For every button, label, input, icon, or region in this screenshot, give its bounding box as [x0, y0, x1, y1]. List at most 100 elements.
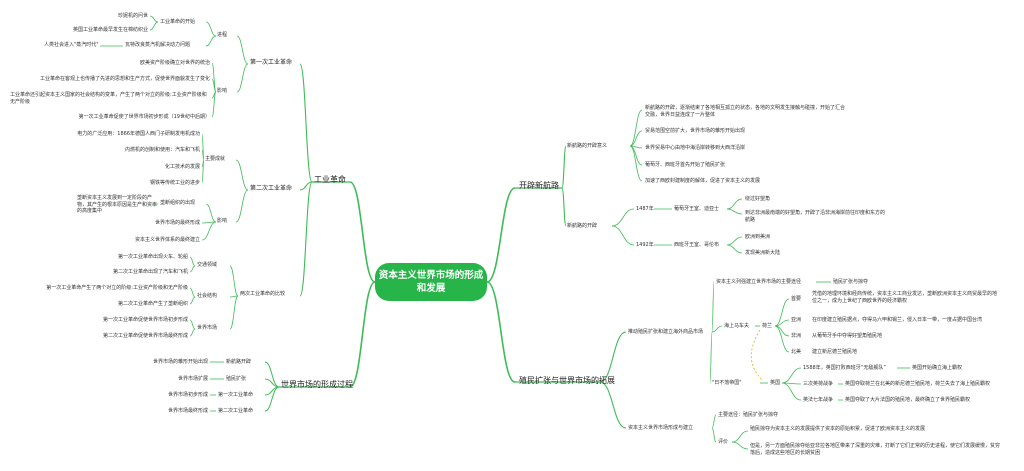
britain-node[interactable]: 英国: [770, 380, 781, 386]
connector: [229, 295, 239, 298]
uk-anglo-dutch[interactable]: 三次英荷战争: [803, 381, 834, 387]
connector: [236, 35, 249, 65]
formation-right-2[interactable]: 殖民扩张: [226, 376, 247, 382]
connector: [299, 181, 313, 191]
connector: [629, 109, 643, 147]
connector: [189, 287, 196, 298]
system-node[interactable]: 资本主义世界市场形成与建立: [628, 425, 694, 431]
nl-asia[interactable]: 亚洲: [791, 317, 802, 323]
uk-seven-years-desc: 英国夺取了大片法国的殖民地，最终确立了世界殖民霸权: [845, 397, 971, 403]
connector: [229, 265, 239, 297]
social-item-1: 第一次工业革命产生了两个对立的阶级:工业资产阶级和无产阶级: [46, 285, 188, 291]
market-item-1: 第一次工业革命促使世界市场初步形成: [102, 317, 188, 323]
europe-america-item: 欧洲到美洲: [745, 234, 771, 240]
branch-colonial-expansion[interactable]: 殖民扩张与世界市场的拓展: [519, 376, 615, 385]
branch-new-routes[interactable]: 开辟新航路: [519, 181, 559, 190]
significance-node[interactable]: 新航路的开辟意义: [567, 143, 608, 149]
nl-primary[interactable]: 首要: [791, 296, 802, 302]
connector: [711, 427, 717, 443]
formation-right-1[interactable]: 新航路开辟: [226, 359, 252, 365]
uk-anglo-dutch-desc: 英国夺取荷兰在北美的新尼德兰殖民地，荷兰失去了海上殖民霸权: [845, 381, 991, 387]
formation-left-3: 世界市场初步形成: [167, 392, 208, 398]
transport-item-2: 第二次工业革命出现了汽车和飞机: [112, 269, 188, 275]
root-topic[interactable]: 资本主义世界市场的形成和发展: [375, 263, 487, 301]
connector: [561, 145, 567, 189]
cotton-industry-item: 英国工业革命最早发生在棉纺织业: [72, 27, 148, 33]
year-1487[interactable]: 1487年: [636, 206, 654, 212]
year-1492[interactable]: 1492年: [636, 242, 654, 248]
dias-node[interactable]: 葡萄牙王室、迪亚士: [674, 206, 720, 212]
colonial-plunder-node[interactable]: 殖民扩张与掠夺: [833, 279, 869, 285]
branch-formation-process[interactable]: 世界市场的形成过程: [281, 380, 353, 389]
formation-right-4[interactable]: 第二次工业革命: [218, 408, 254, 414]
social-item-2: 第二次工业革命产生了垄断组织: [117, 301, 188, 307]
connector: [711, 325, 723, 333]
connector: [726, 236, 743, 246]
overseas-market-node[interactable]: 推动殖民扩张和建立海外商品市场: [628, 329, 704, 335]
impact-node-second[interactable]: 影响: [217, 218, 228, 224]
world-market-node[interactable]: 世界市场: [197, 325, 218, 331]
achievement-steel: 钢铁等传统工业的进步: [149, 180, 200, 186]
connector: [189, 328, 196, 337]
connector: [189, 265, 196, 273]
compare-node[interactable]: 两次工业革命的比较: [240, 291, 286, 297]
significance-item-2: 贸易范围空前扩大，世界市场的雏形开始出现: [645, 128, 746, 134]
uk-1588[interactable]: 1588年，英国打败西班牙“无敌舰队”: [803, 365, 886, 371]
impact-node-first[interactable]: 影响: [217, 88, 228, 94]
connector: [599, 331, 627, 383]
nl-africa[interactable]: 非洲: [791, 333, 802, 339]
connector: [299, 181, 313, 297]
branch-industrial-revolution[interactable]: 工业革命: [314, 175, 346, 184]
industrial-start-node[interactable]: 工业革命的开始: [160, 19, 196, 25]
connector: [726, 208, 743, 215]
significance-item-1: 新航路的开辟，逐渐结束了各地相互孤立的状态，各地的文明发生接触与碰撞，开始了汇合…: [645, 105, 846, 118]
columbus-node[interactable]: 西班牙王室、哥伦布: [674, 242, 720, 248]
impact-first-item-3: 工业革命还引起资本主义国家的社会结构的变革，产生了两个对立的阶级:工业资产阶级和…: [10, 92, 207, 105]
connector: [774, 325, 790, 353]
connector: [299, 63, 313, 183]
significance-item-4: 葡萄牙、西班牙首先开始了殖民扩张: [645, 162, 726, 168]
impact-second-item-1: 世界市场的最终形成: [154, 220, 200, 226]
achievement-chemistry: 化工技术的发展: [164, 164, 200, 170]
transport-node[interactable]: 交通领域: [197, 262, 218, 268]
connector: [149, 21, 159, 31]
achievement-engine: 内燃机的创制和使用：汽车和飞机: [124, 147, 200, 153]
nl-north-america[interactable]: 北美: [791, 349, 802, 355]
routes-node[interactable]: 新航路的开辟: [567, 223, 598, 229]
second-industrial-revolution[interactable]: 第二次工业革命: [250, 185, 293, 192]
sea-coachman-node[interactable]: 海上马车夫: [724, 323, 750, 329]
connector: [629, 130, 643, 147]
connector: [205, 35, 217, 47]
connector: [189, 256, 196, 267]
connector: [629, 145, 643, 182]
significance-item-5: 加速了西欧封建制度的解体，促进了资本主义的发展: [645, 178, 761, 184]
jenny-machine-item: 珍妮机的问世: [117, 13, 148, 19]
impact-first-item-1: 欧美资产阶级确立对世界的统治: [139, 60, 210, 66]
steam-age-item: 人类社会进入"蒸汽时代": [44, 42, 99, 48]
process-node[interactable]: 进程: [217, 32, 228, 38]
evaluation-node[interactable]: 评价: [718, 439, 729, 445]
sun-empire-node[interactable]: "日不落帝国": [712, 380, 742, 386]
first-industrial-revolution[interactable]: 第一次工业革命: [250, 59, 293, 66]
netherlands-node[interactable]: 荷兰: [762, 323, 773, 329]
nl-north-america-desc: 建立新尼德兰殖民地: [812, 349, 858, 355]
formation-left-4: 世界市场最终形成: [167, 408, 208, 414]
connector: [711, 414, 717, 429]
system-route[interactable]: 主要途径：殖民扩张与掠夺: [718, 412, 779, 418]
connector: [189, 319, 196, 330]
uk-seven-years[interactable]: 英法七年战争: [803, 397, 834, 403]
social-structure-node[interactable]: 社会结构: [197, 293, 218, 299]
main-route-node[interactable]: 资本主义列强建立世界市场的主要途径: [716, 279, 802, 285]
monopoly-node[interactable]: 垄断组织的出现: [160, 200, 196, 206]
evaluation-item-2: 但是，另一方面殖民掠夺给亚非拉各地区带来了深重的灾难，打断了它们正常的历史进程，…: [750, 443, 1001, 456]
main-achievements-node[interactable]: 主要成就: [205, 156, 226, 162]
connector: [236, 63, 249, 93]
connector: [201, 159, 205, 184]
formation-right-3[interactable]: 第一次工业革命: [218, 392, 254, 398]
nl-asia-desc: 在印度建立殖民据点，夺得马六甲和锡兰，侵入日本一带，一度占据中国台湾: [812, 317, 983, 323]
connector: [205, 21, 217, 37]
formation-left-1: 世界市场的雏形开始出现: [152, 359, 208, 365]
connector: [211, 78, 217, 93]
